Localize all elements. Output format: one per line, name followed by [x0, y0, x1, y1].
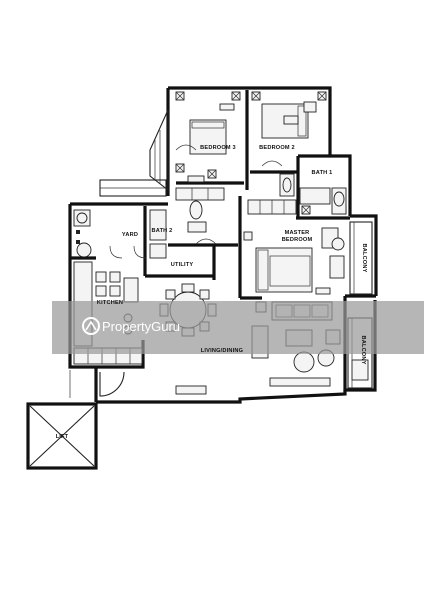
label-master-line1: MASTER	[285, 230, 310, 236]
master-bedroom-furniture	[243, 227, 345, 295]
service-area	[73, 200, 217, 259]
propertyguru-logo-icon	[82, 317, 100, 335]
label-bath1: BATH 1	[312, 170, 333, 176]
label-balcony-upper: BALCONY	[361, 243, 367, 272]
label-master-line2: BEDROOM	[282, 237, 313, 243]
watermark: PropertyGuru	[52, 301, 424, 354]
bedroom3-furniture	[175, 103, 235, 183]
room-labels: BEDROOM 3 BEDROOM 2 BATH 1 MASTER BEDROO…	[56, 145, 367, 440]
bath1-fixtures	[279, 173, 347, 215]
bedroom2-furniture	[261, 101, 317, 167]
label-balcony-lower: BALCONY	[360, 335, 366, 364]
label-living-dining: LIVING/DINING	[201, 348, 243, 354]
watermark-brand: PropertyGuru	[102, 319, 180, 334]
label-yard: YARD	[122, 232, 138, 238]
lift-cross	[29, 405, 95, 467]
watermark-band	[52, 301, 424, 354]
bay-window	[149, 109, 169, 192]
label-bedroom3: BEDROOM 3	[200, 145, 236, 151]
wardrobe	[175, 187, 297, 215]
walls	[26, 86, 378, 470]
label-utility: UTILITY	[171, 262, 194, 268]
label-bath2: BATH 2	[152, 228, 173, 234]
ledge	[99, 179, 167, 197]
entrance-door	[69, 370, 125, 398]
label-bedroom2: BEDROOM 2	[259, 145, 295, 151]
label-kitchen: KITCHEN	[97, 300, 123, 306]
label-lift: LIFT	[56, 434, 69, 440]
